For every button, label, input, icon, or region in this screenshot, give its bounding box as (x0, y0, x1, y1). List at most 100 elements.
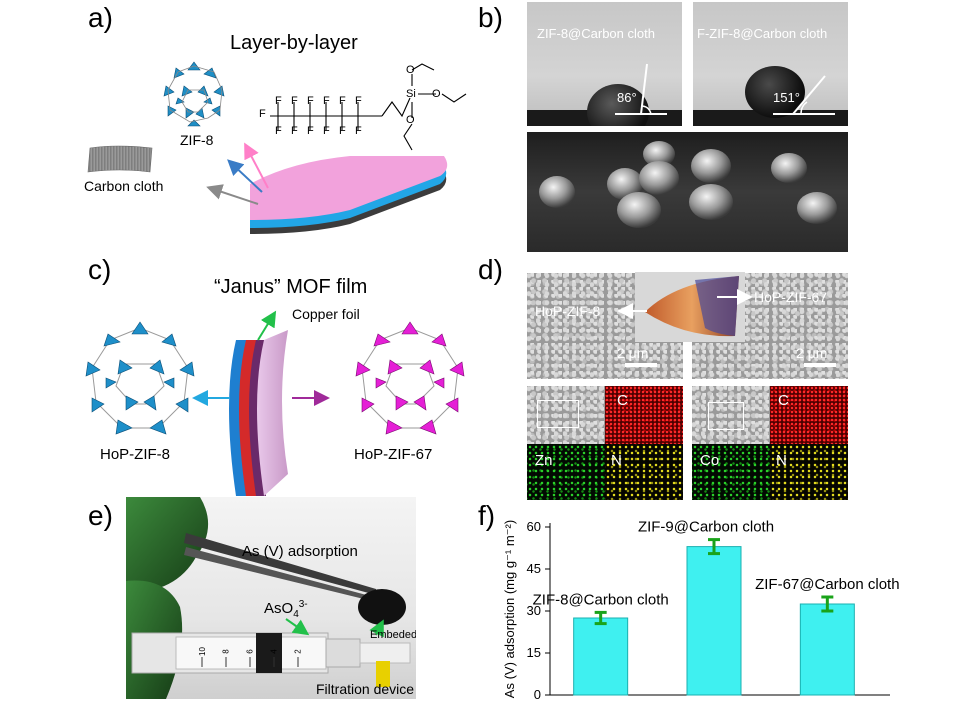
si-atom: Si (406, 88, 416, 100)
f-atom: F (339, 95, 346, 107)
hop-zif67-cage-icon (355, 321, 465, 435)
contact-angle-right: 151° (773, 90, 800, 105)
eds-sem-right (692, 386, 770, 444)
photo-caption-left: ZIF-8@Carbon cloth (537, 26, 655, 41)
embedded-label: Embeded (370, 629, 416, 641)
zif8-label: ZIF-8 (180, 132, 214, 148)
ion-label: AsO43- (264, 599, 308, 620)
y-tick-label: 0 (534, 687, 541, 702)
f-atom: F (275, 125, 282, 137)
syringe-tick: 8 (221, 649, 231, 654)
syringe-tick: 4 (269, 649, 279, 654)
copper-foil-label: Copper foil (292, 306, 360, 322)
eds-map-co: Co (692, 444, 770, 500)
ion-text: AsO (264, 600, 294, 617)
panel-label-a: a) (88, 2, 113, 33)
f-atom: F (307, 95, 314, 107)
hop-zif67-label: HoP-ZIF-67 (354, 446, 433, 463)
bar-category-label: ZIF-9@Carbon cloth (638, 519, 774, 536)
panel-a: Layer-by-layer ZIF-8 Carbon cloth (80, 28, 480, 250)
eds-sem-left (527, 386, 605, 444)
contact-angle-photo-right: F-ZIF-8@Carbon cloth 151° (693, 2, 848, 126)
panel-c-title: “Janus” MOF film (214, 276, 368, 298)
bar (573, 617, 629, 696)
f-atom: F (355, 95, 362, 107)
f-atom: F (291, 95, 298, 107)
carbon-cloth-icon (87, 145, 153, 173)
eds-label-n-left: N (611, 452, 622, 469)
o-atom: O (432, 88, 441, 100)
janus-film-photo (635, 272, 745, 342)
scale-label-right: 2 μm (796, 345, 828, 361)
eds-map-n-left: N (605, 444, 683, 500)
layered-film-illustration (206, 142, 448, 234)
eds-map-c-left: C (605, 386, 683, 444)
panel-label-f: f) (478, 500, 496, 531)
f-atom: F (323, 95, 330, 107)
sem-arrows (617, 289, 753, 319)
bar-category-label: ZIF-8@Carbon cloth (533, 591, 669, 608)
chart-bars (573, 538, 855, 696)
eds-map-zn: Zn (527, 444, 605, 500)
f-atom: F (291, 125, 298, 137)
f-atom: F (355, 125, 362, 137)
y-tick-label: 15 (527, 645, 541, 660)
fluorosilane-structure (270, 63, 467, 151)
filtration-photo: As (V) adsorption AsO43- Embeded Filtrat… (126, 497, 416, 699)
o-atom: O (406, 64, 415, 76)
f-atom: F (339, 125, 346, 137)
panel-a-title: Layer-by-layer (230, 32, 358, 54)
syringe-tick: 2 (293, 649, 303, 654)
hop-zif8-cage-icon (85, 321, 195, 435)
droplets-photo (527, 132, 848, 252)
filtration-device-label: Filtration device (316, 681, 415, 697)
scale-bar-left (625, 363, 657, 367)
panel-label-d: d) (478, 254, 503, 285)
f-atom: F (307, 125, 314, 137)
y-tick-label: 30 (527, 603, 541, 618)
contact-angle-photo-left: ZIF-8@Carbon cloth 86° (527, 2, 682, 126)
scale-bar-right (804, 363, 836, 367)
panel-label-b: b) (478, 2, 503, 33)
eds-label-zn: Zn (535, 452, 553, 469)
photo-caption-right: F-ZIF-8@Carbon cloth (697, 26, 828, 41)
adsorption-label: As (V) adsorption (242, 543, 358, 560)
y-tick-label: 60 (527, 519, 541, 534)
sem-label-left: HoP-ZIF-8 (535, 303, 601, 319)
carbon-cloth-label: Carbon cloth (84, 178, 164, 194)
eds-map-n-right: N (770, 444, 848, 500)
janus-film-illustration (192, 310, 330, 496)
eds-label-c-left: C (617, 392, 628, 409)
angle-marker-left (615, 63, 667, 115)
eds-map-c-right: C (770, 386, 848, 444)
zif8-cage-icon (163, 61, 225, 127)
f-atom: F (323, 125, 330, 137)
eds-label-co: Co (700, 452, 720, 469)
panel-label-e: e) (88, 500, 113, 531)
syringe-tick: 6 (245, 649, 255, 654)
ion-superscript: 3- (298, 599, 308, 610)
ion-subscript: 4 (293, 609, 299, 620)
contact-angle-left: 86° (617, 90, 637, 105)
bar (799, 603, 855, 696)
f-atom: F (275, 95, 282, 107)
o-atom: O (406, 114, 415, 126)
panel-label-c: c) (88, 254, 112, 285)
eds-label-n-right: N (776, 452, 787, 469)
y-tick-label: 45 (527, 561, 541, 576)
sem-label-right: HoP-ZIF-67 (754, 289, 828, 305)
f-atom-left: F (259, 108, 266, 120)
panel-c: “Janus” MOF film Copper foil HoP-ZIF-8 (80, 270, 480, 500)
water-droplets-icon (539, 141, 837, 228)
bar (686, 546, 742, 696)
filtration-illustration (126, 497, 411, 699)
eds-label-c-right: C (778, 392, 789, 409)
bar-category-label: ZIF-67@Carbon cloth (755, 576, 899, 593)
scale-label-left: 2 μm (617, 345, 649, 361)
syringe-tick: 10 (197, 647, 207, 656)
hop-zif8-label: HoP-ZIF-8 (100, 446, 171, 463)
angle-marker-right (773, 75, 835, 115)
chart-y-axis-label: As (V) adsorption (mg g⁻¹ m⁻²) (502, 520, 517, 698)
adsorption-bar-chart: 0 15 30 45 60 ZIF-8@Carbon cloth ZIF-9@Carbon… (502, 519, 900, 702)
chart-labels: ZIF-8@Carbon cloth ZIF-9@Carbon clothZIF-… (533, 519, 900, 609)
